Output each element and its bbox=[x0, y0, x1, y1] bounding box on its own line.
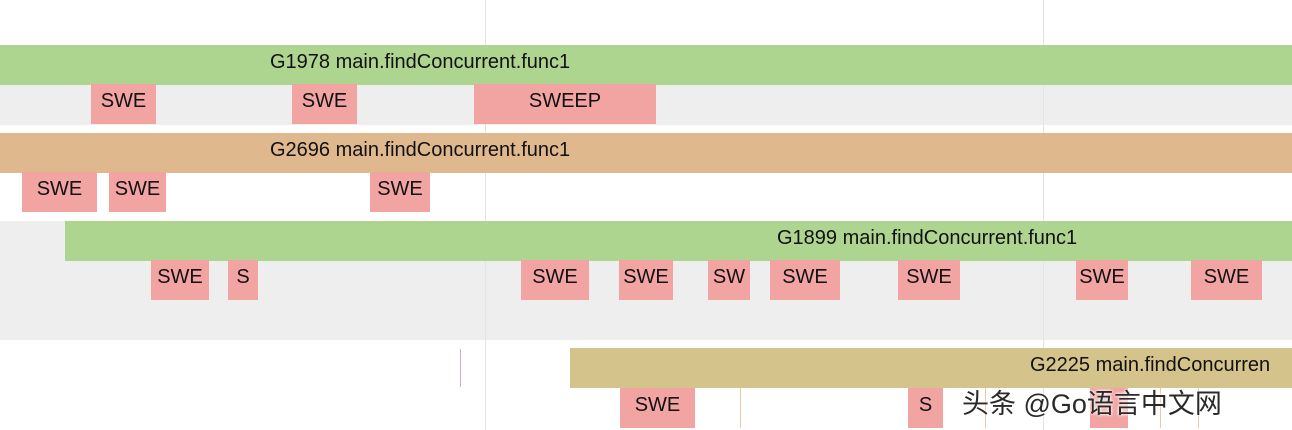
goroutine-slice-g2696[interactable]: G2696 main.findConcurrent.func1 bbox=[0, 133, 1292, 173]
sweep-slice[interactable]: SWE bbox=[1191, 260, 1262, 300]
sweep-slice[interactable]: SWE bbox=[22, 172, 97, 212]
sweep-slice[interactable]: SWE bbox=[151, 260, 209, 300]
goroutine-slice-g1978[interactable]: G1978 main.findConcurrent.func1 bbox=[0, 45, 1292, 85]
sweep-slice[interactable]: S bbox=[908, 388, 943, 428]
sweep-slice[interactable]: SWEEP bbox=[474, 84, 656, 124]
sweep-slice[interactable]: SW bbox=[708, 260, 750, 300]
sweep-slice[interactable]: SWE bbox=[770, 260, 840, 300]
sweep-slice[interactable]: SWE bbox=[620, 388, 695, 428]
sweep-slice[interactable]: SWE bbox=[898, 260, 960, 300]
sweep-slice[interactable]: SWE bbox=[109, 172, 166, 212]
goroutine-label: G1978 main.findConcurrent.func1 bbox=[270, 51, 571, 73]
sweep-slice[interactable]: SWE bbox=[1076, 260, 1128, 300]
watermark-text: 头条 @Go语言中文网 bbox=[962, 389, 1222, 419]
goroutine-slice-g1899[interactable]: G1899 main.findConcurrent.func1 bbox=[65, 221, 1292, 261]
time-gridline bbox=[1043, 0, 1044, 430]
slice-tick bbox=[1160, 388, 1161, 428]
slice-tick bbox=[985, 388, 986, 428]
goroutine-slice-g2225[interactable]: G2225 main.findConcurren bbox=[570, 348, 1292, 388]
goroutine-label: G2696 main.findConcurrent.func1 bbox=[270, 139, 571, 161]
time-gridline bbox=[485, 0, 486, 430]
slice-tick bbox=[740, 388, 741, 428]
sweep-slice[interactable]: SWE bbox=[370, 172, 430, 212]
goroutine-label: G2225 main.findConcurren bbox=[1030, 354, 1271, 376]
sweep-slice[interactable]: S bbox=[228, 260, 258, 300]
slice-tick bbox=[1198, 388, 1199, 428]
sweep-slice[interactable]: SWE bbox=[521, 260, 589, 300]
sweep-slice[interactable]: SWE bbox=[619, 260, 673, 300]
sweep-slice[interactable]: SWE bbox=[91, 84, 156, 124]
goroutine-label: G1899 main.findConcurrent.func1 bbox=[777, 227, 1078, 249]
sweep-slice[interactable] bbox=[1090, 388, 1128, 428]
sweep-slice[interactable]: SWE bbox=[292, 84, 357, 124]
event-marker bbox=[460, 349, 461, 387]
